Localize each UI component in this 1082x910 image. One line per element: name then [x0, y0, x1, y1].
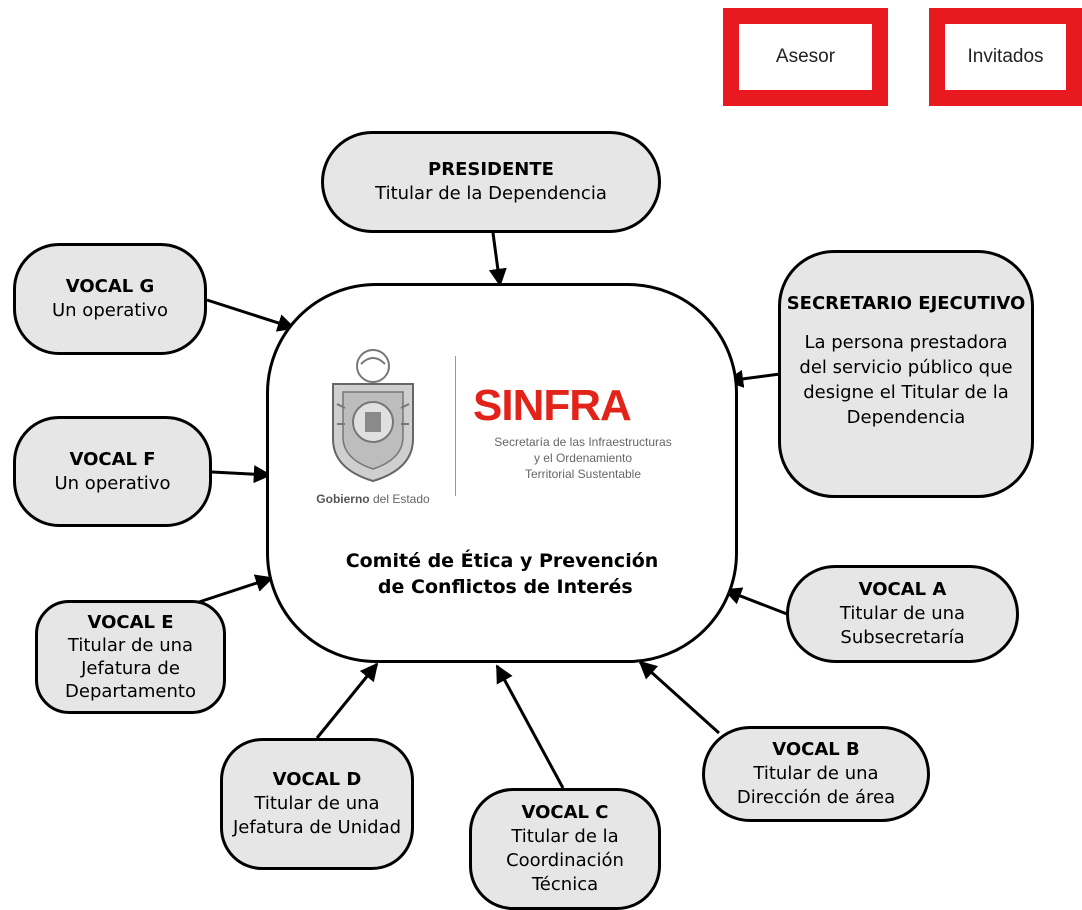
committee-title-line-1: Comité de Ética y Prevención — [345, 550, 659, 572]
vocal-e-line-2: Jefatura de — [81, 658, 180, 679]
asesor-label: Asesor — [775, 46, 836, 67]
invitados-box: Invitados — [929, 8, 1082, 106]
logo-divider — [455, 356, 456, 496]
presidente-title: PRESIDENTE — [428, 159, 554, 180]
vocal-a-line-2: Subsecretaría — [840, 627, 965, 648]
arrow-presidente — [488, 232, 507, 287]
vocal-e-line-1: Titular de una — [67, 635, 194, 656]
vocal-c-title: VOCAL C — [521, 802, 609, 823]
secretario-title: SECRETARIO EJECUTIVO — [786, 293, 1026, 314]
sinfra-subtitle-2: y el Ordenamiento — [533, 451, 633, 465]
presidente-node: PRESIDENTE Titular de la Dependencia — [321, 131, 661, 233]
vocal-d-line-2: Jefatura de Unidad — [232, 817, 402, 838]
gobierno-label: Gobierno del Estado — [309, 492, 437, 506]
vocal-e-line-3: Departamento — [65, 681, 196, 702]
committee-title-line-2: de Conflictos de Interés — [371, 576, 633, 598]
arrow-vocal-d — [315, 662, 379, 739]
vocal-d-node: VOCAL D Titular de una Jefatura de Unida… — [220, 738, 414, 870]
presidente-line-1: Titular de la Dependencia — [375, 183, 607, 204]
vocal-d-title: VOCAL D — [272, 769, 362, 790]
sinfra-subtitle-3: Territorial Sustentable — [524, 467, 642, 481]
sinfra-logo-text: SINFRA — [473, 381, 632, 430]
vocal-a-line-1: Titular de una — [839, 603, 966, 624]
vocal-e-title: VOCAL E — [87, 612, 174, 633]
secretario-line-4: Dependencia — [846, 407, 966, 428]
vocal-a-node: VOCAL A Titular de una Subsecretaría — [786, 565, 1019, 663]
vocal-b-line-2: Dirección de área — [736, 787, 896, 808]
arrow-vocal-b — [638, 660, 721, 735]
vocal-f-title: VOCAL F — [69, 448, 156, 470]
vocal-d-line-1: Titular de una — [254, 793, 380, 814]
vocal-f-node: VOCAL F Un operativo — [13, 416, 212, 527]
sinfra-subtitle: Secretaría de las Infraestructuras y el … — [461, 434, 705, 482]
asesor-box: Asesor — [723, 8, 888, 106]
vocal-b-line-1: Titular de una — [753, 763, 879, 784]
committee-center-node: Gobierno del Estado SINFRA Secretaría de… — [266, 283, 738, 663]
vocal-c-line-3: Técnica — [531, 874, 599, 895]
arrow-vocal-e — [195, 574, 274, 605]
arrow-vocal-a — [723, 587, 788, 616]
vocal-g-line-1: Un operativo — [52, 300, 168, 321]
invitados-label: Invitados — [967, 46, 1044, 67]
vocal-c-node: VOCAL C Titular de la Coordinación Técni… — [469, 788, 661, 910]
gobierno-label-1: Gobierno — [316, 492, 370, 506]
vocal-g-title: VOCAL G — [65, 276, 155, 297]
secretario-line-3: designe el Titular de la — [803, 382, 1009, 403]
gobierno-label-2: del Estado — [372, 492, 430, 506]
arrow-vocal-c — [495, 664, 565, 789]
vocal-f-line-1: Un operativo — [54, 472, 171, 494]
vocal-g-node: VOCAL G Un operativo — [13, 243, 207, 355]
committee-title: Comité de Ética y Prevención de Conflict… — [269, 548, 735, 600]
secretario-line-1: La persona prestadora — [804, 332, 1008, 353]
secretario-line-2: del servicio público que — [799, 357, 1013, 378]
coat-of-arms-icon — [332, 349, 414, 483]
vocal-b-node: VOCAL B Titular de una Dirección de área — [702, 726, 930, 822]
vocal-a-title: VOCAL A — [858, 579, 947, 600]
vocal-e-node: VOCAL E Titular de una Jefatura de Depar… — [35, 600, 226, 714]
sinfra-subtitle-1: Secretaría de las Infraestructuras — [494, 435, 672, 449]
vocal-b-title: VOCAL B — [772, 739, 860, 760]
vocal-c-line-2: Coordinación — [506, 850, 624, 871]
arrow-vocal-g — [206, 298, 296, 332]
arrow-vocal-f — [211, 465, 272, 484]
vocal-c-line-1: Titular de la — [511, 826, 619, 847]
secretario-ejecutivo-node: SECRETARIO EJECUTIVO La persona prestado… — [778, 250, 1034, 498]
